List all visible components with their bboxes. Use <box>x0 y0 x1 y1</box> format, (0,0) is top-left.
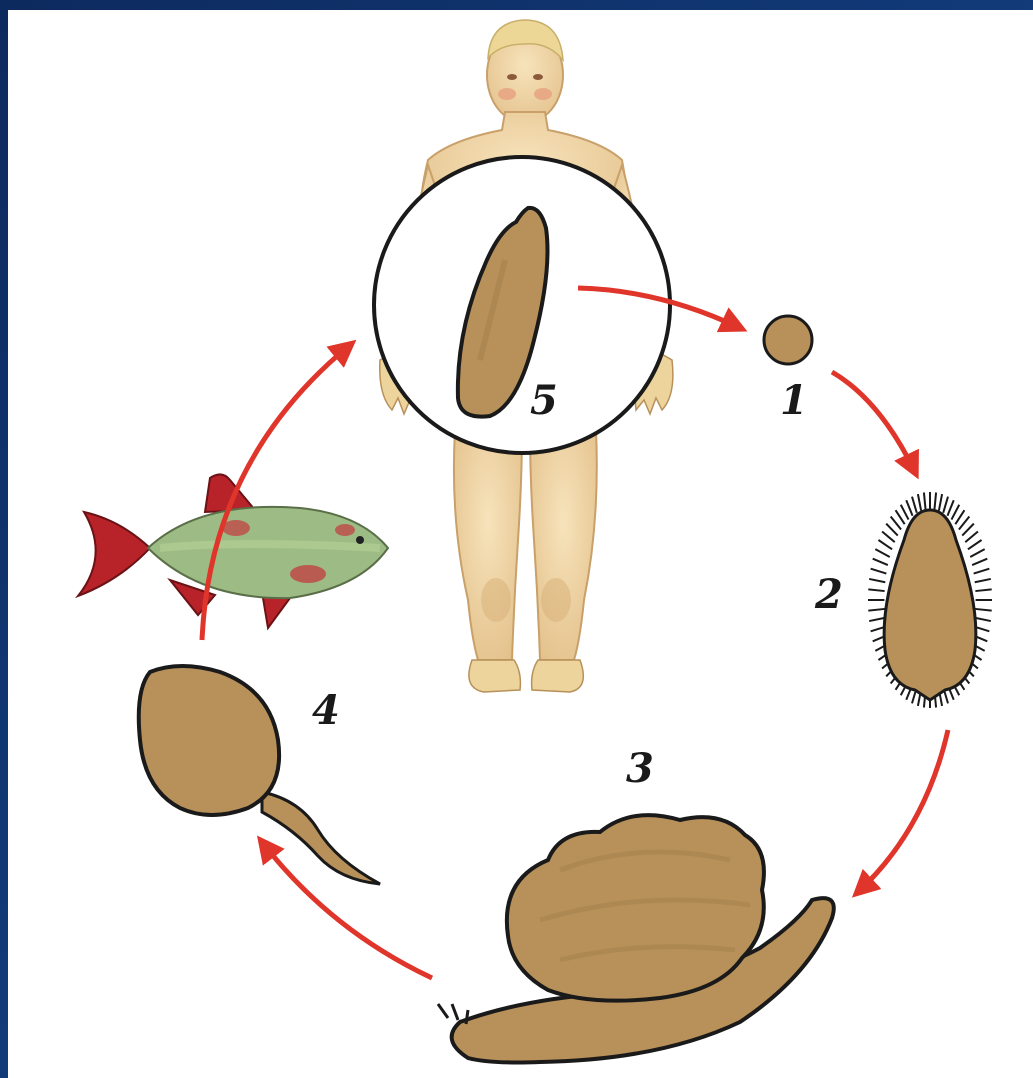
larva-cilium <box>975 579 991 582</box>
larva-cilium <box>924 493 926 510</box>
stage-1-number: 1 <box>780 377 808 424</box>
larva-cilium <box>962 524 974 536</box>
larva-cilium <box>906 500 912 516</box>
larva-cilium <box>975 618 991 621</box>
stage-2-number: 2 <box>814 571 843 618</box>
stage-3-number: 3 <box>626 745 654 792</box>
larva-cilium <box>896 510 905 524</box>
arrow-1-to-2 <box>832 372 915 472</box>
larva-cilium <box>951 505 959 520</box>
stage-1-egg <box>764 316 812 364</box>
larva-cilium <box>901 505 909 520</box>
stage-5-adult <box>374 157 670 453</box>
larva-cilium <box>886 524 898 536</box>
larva-cilium <box>912 497 917 513</box>
stage-5-number: 5 <box>530 377 558 424</box>
larva-cilium <box>873 559 888 565</box>
larva-cilium <box>934 493 936 510</box>
stage-2-larva <box>868 492 992 708</box>
arrow-2-to-3 <box>858 730 948 892</box>
larva-cilium <box>878 540 892 549</box>
larva-cilium <box>869 618 885 621</box>
larva-cilium <box>939 494 942 510</box>
stage-4-cercaria <box>139 666 380 884</box>
larva-cilium <box>965 531 978 542</box>
larva-cilium <box>959 517 969 530</box>
stage-4-number: 4 <box>312 687 340 734</box>
larva-cilium <box>875 549 889 557</box>
larva-cilium <box>975 609 991 611</box>
larva-cilium <box>972 559 987 565</box>
larva-cilium <box>947 500 953 516</box>
larva-cilium <box>868 589 884 591</box>
larva-cilium <box>918 494 921 510</box>
larva-cilium <box>868 609 884 611</box>
larva-cilium <box>869 579 885 582</box>
larva-cilium <box>968 540 982 549</box>
larva-cilium <box>974 569 990 574</box>
larva-cilium <box>891 517 901 530</box>
snail-icon <box>438 815 834 1062</box>
larva-cilium <box>955 510 964 524</box>
larva-cilium <box>943 497 948 513</box>
larva-cilium <box>871 569 887 574</box>
larva-cilium <box>970 549 984 557</box>
larva-cilium <box>882 531 895 542</box>
larva-cilium <box>975 589 991 591</box>
